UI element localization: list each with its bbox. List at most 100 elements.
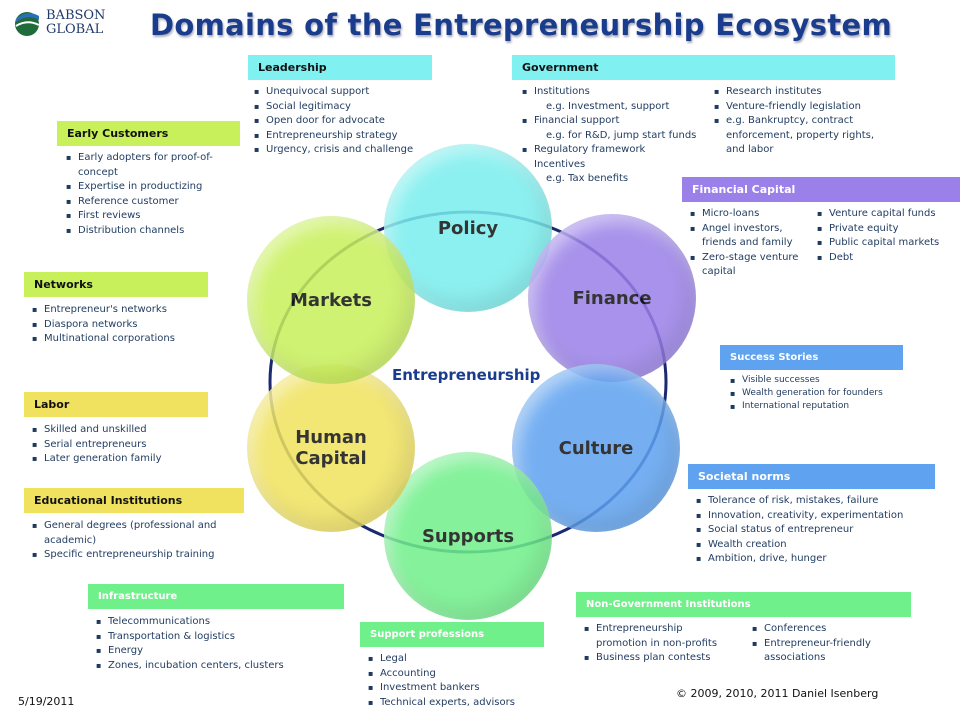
list-item: Zero-stage venture capital (688, 251, 808, 280)
list-item: Tolerance of risk, mistakes, failure (694, 494, 934, 509)
center-label: Entrepreneurship (392, 366, 541, 384)
infrastructure-header: Infrastructure (88, 584, 344, 609)
financial-capital-list-1: Micro-loans Angel investors, friends and… (688, 207, 808, 280)
infrastructure-list: Telecommunications Transportation & logi… (94, 615, 344, 673)
list-item: Transportation & logistics (94, 630, 344, 645)
list-item: e.g. Bankruptcy, contract enforcement, p… (712, 114, 887, 158)
list-item: Private equity (815, 222, 955, 237)
early-customers-header: Early Customers (57, 121, 240, 146)
list-item: Institutions (520, 85, 710, 100)
list-item: Serial entrepreneurs (30, 438, 210, 453)
circle-human-capital: Human Capital (247, 364, 415, 532)
networks-header: Networks (24, 272, 208, 297)
leadership-header: Leadership (248, 55, 432, 80)
list-item: Public capital markets (815, 236, 955, 251)
list-item: Diaspora networks (30, 318, 220, 333)
markets-label: Markets (290, 289, 372, 311)
list-item: Micro-loans (688, 207, 808, 222)
support-professions-header: Support professions (360, 622, 544, 647)
societal-norms-header: Societal norms (688, 464, 935, 489)
list-item: Multinational corporations (30, 332, 220, 347)
copyright: © 2009, 2010, 2011 Daniel Isenberg (676, 687, 879, 700)
list-item: Investment bankers (366, 681, 546, 696)
list-item: Angel investors, friends and family (688, 222, 808, 251)
labor-header: Labor (24, 392, 208, 417)
list-item: Reference customer (64, 195, 224, 210)
globe-icon (15, 12, 40, 36)
list-item: Debt (815, 251, 955, 266)
list-item: Entrepreneur-friendly associations (750, 637, 900, 666)
educational-list: General degrees (professional and academ… (30, 519, 230, 563)
list-item: Conferences (750, 622, 900, 637)
list-item: First reviews (64, 209, 224, 224)
list-item: Entrepreneur's networks (30, 303, 220, 318)
circle-markets: Markets (247, 216, 415, 384)
list-item: Social legitimacy (252, 100, 432, 115)
government-list-1: Institutions e.g. Investment, support Fi… (520, 85, 710, 187)
non-gov-list-2: Conferences Entrepreneur-friendly associ… (750, 622, 900, 666)
government-header: Government (512, 55, 895, 80)
list-item: e.g. Investment, support (546, 100, 670, 112)
list-item: Venture capital funds (815, 207, 955, 222)
labor-list: Skilled and unskilled Serial entrepreneu… (30, 423, 210, 467)
list-item: Urgency, crisis and challenge (252, 143, 432, 158)
policy-label: Policy (437, 217, 499, 239)
non-gov-list-1: Entrepreneurship promotion in non-profit… (582, 622, 732, 666)
list-item: Distribution channels (64, 224, 224, 239)
list-item: e.g. Tax benefits (546, 173, 629, 184)
list-item: Business plan contests (582, 651, 732, 666)
success-stories-list: Visible successes Wealth generation for … (728, 374, 928, 413)
list-item: Expertise in productizing (64, 180, 224, 195)
list-item: Visible successes (728, 374, 928, 387)
financial-capital-list-2: Venture capital funds Private equity Pub… (815, 207, 955, 265)
list-item: Open door for advocate (252, 114, 432, 129)
list-item: Early adopters for proof-of-concept (64, 151, 224, 180)
babson-logo: BABSON GLOBAL (14, 8, 114, 40)
list-item: Regulatory framework (520, 143, 710, 158)
logo-line1: BABSON (46, 8, 106, 23)
list-item: Entrepreneurship promotion in non-profit… (582, 622, 732, 651)
list-item: International reputation (728, 400, 928, 413)
leadership-list: Unequivocal support Social legitimacy Op… (252, 85, 432, 158)
list-item: Technical experts, advisors (366, 696, 546, 711)
finance-label: Finance (572, 287, 652, 309)
list-item: Social status of entrepreneur (694, 523, 934, 538)
date: 5/19/2011 (18, 695, 75, 708)
culture-label: Culture (558, 437, 634, 459)
page-title: Domains of the Entrepreneurship Ecosyste… (150, 8, 893, 42)
list-item: Incentives (534, 158, 586, 170)
list-item: Legal (366, 652, 546, 667)
list-item: Wealth creation (694, 538, 934, 553)
non-gov-header: Non-Government Institutions (576, 592, 911, 617)
financial-capital-header: Financial Capital (682, 177, 960, 202)
list-item: Entrepreneurship strategy (252, 129, 432, 144)
educational-header: Educational Institutions (24, 488, 244, 513)
list-item: Specific entrepreneurship training (30, 548, 230, 563)
list-item: e.g. for R&D, jump start funds (546, 129, 697, 141)
list-item: Zones, incubation centers, clusters (94, 659, 344, 674)
list-item: Later generation family (30, 452, 210, 467)
list-item: Venture-friendly legislation (712, 100, 887, 115)
list-item: Unequivocal support (252, 85, 432, 100)
list-item: Telecommunications (94, 615, 344, 630)
circle-finance: Finance (528, 214, 696, 382)
networks-list: Entrepreneur's networks Diaspora network… (30, 303, 220, 347)
success-stories-header: Success Stories (720, 345, 903, 370)
list-item: Wealth generation for founders (728, 387, 928, 400)
list-item: Energy (94, 644, 344, 659)
early-customers-list: Early adopters for proof-of-concept Expe… (64, 151, 224, 238)
logo-line2: GLOBAL (46, 22, 104, 37)
list-item: Innovation, creativity, experimentation (694, 509, 934, 524)
list-item: Research institutes (712, 85, 887, 100)
list-item: Ambition, drive, hunger (694, 552, 934, 567)
list-item: Financial support (520, 114, 710, 129)
list-item: Accounting (366, 667, 546, 682)
government-list-2: Research institutes Venture-friendly leg… (712, 85, 887, 158)
list-item: General degrees (professional and academ… (30, 519, 230, 548)
human-capital-label: Human Capital (295, 427, 367, 469)
support-professions-list: Legal Accounting Investment bankers Tech… (366, 652, 546, 710)
societal-norms-list: Tolerance of risk, mistakes, failure Inn… (694, 494, 934, 567)
list-item: Skilled and unskilled (30, 423, 210, 438)
circle-supports: Supports (384, 452, 552, 620)
